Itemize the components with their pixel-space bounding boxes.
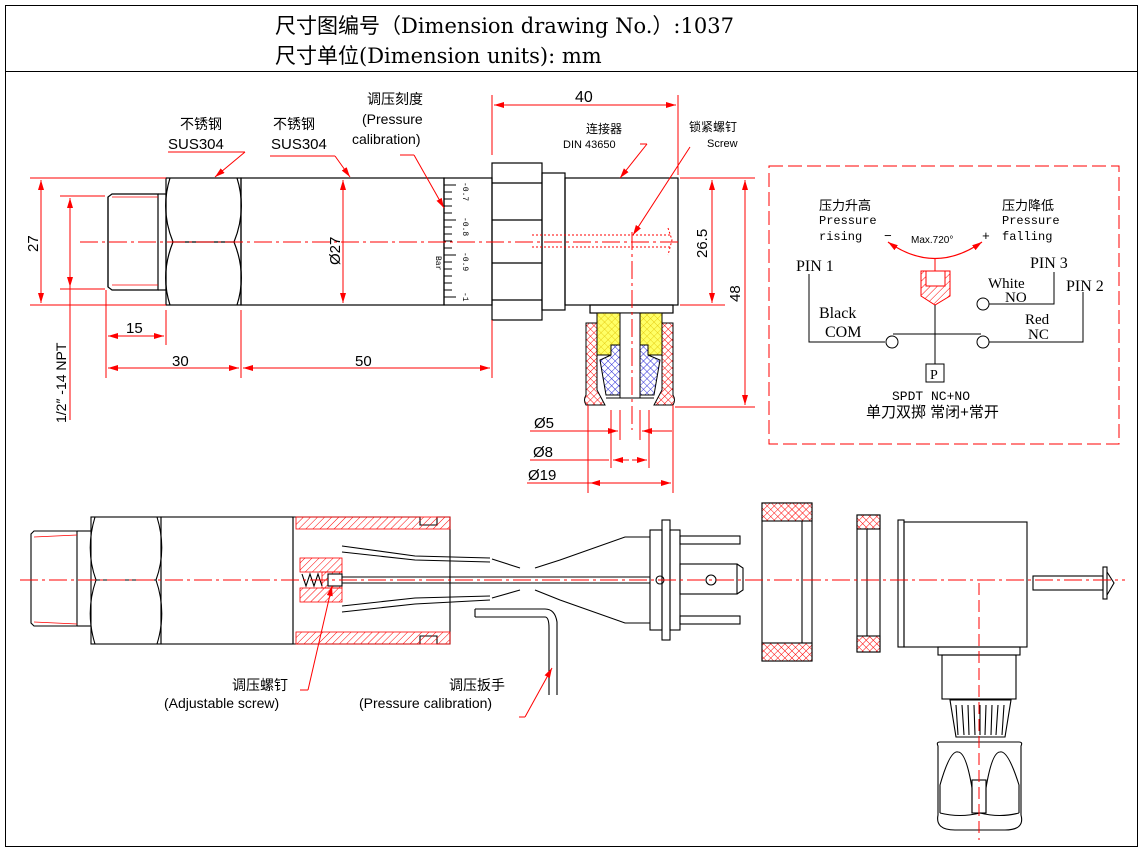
exploded-center-lines	[20, 579, 1125, 840]
calibration-label-en: (Pressure	[362, 111, 423, 127]
dim-connector-height: 26.5	[694, 229, 711, 258]
connector-label-en: DIN 43650	[563, 139, 616, 151]
header-divider	[5, 71, 1138, 72]
com-label: COM	[825, 324, 861, 341]
switch-schematic	[768, 165, 1120, 445]
scale-tick-label: -1	[460, 292, 469, 302]
pressure-scale	[444, 184, 456, 298]
pressure-falling-cn: 压力降低	[1002, 198, 1054, 213]
spdt-label: SPDT NC+NO	[892, 389, 970, 404]
wire-red-label: Red	[1025, 312, 1050, 328]
plus-sign: +	[982, 229, 990, 244]
dim-body-length: 50	[355, 353, 372, 370]
max-rotation-label: Max.720°	[911, 235, 953, 246]
pressure-symbol: P	[930, 368, 938, 383]
dimension-lines	[30, 95, 755, 493]
material-label-cn: 不锈钢	[180, 116, 222, 132]
locking-screw-hidden	[532, 227, 673, 256]
drawing-frame	[5, 5, 1138, 847]
nc-label: NC	[1028, 327, 1049, 343]
thread-spec-label: 1/2″ -14 NPT	[53, 342, 69, 423]
units-title: 尺寸单位(Dimension units): mm	[275, 44, 602, 68]
pin1-label: PIN 1	[796, 258, 834, 275]
calibration-label-cn: 调压刻度	[367, 91, 423, 107]
exploded-view	[30, 502, 1115, 831]
no-label: NO	[1005, 290, 1027, 306]
wire-white-label: White	[988, 276, 1025, 292]
pressure-falling-en: Pressure	[1002, 214, 1060, 228]
scale-unit-label: Bar	[433, 256, 442, 271]
pin2-label: PIN 2	[1066, 278, 1104, 295]
pressure-rising-en: Pressure	[819, 214, 877, 228]
minus-sign: −	[884, 229, 892, 244]
spdt-label-cn: 单刀双掷 常闭+常开	[866, 404, 999, 421]
dim-hex-height: 27	[25, 235, 42, 252]
dim-hex-length: 30	[172, 353, 189, 370]
dim-thread-length: 15	[126, 320, 143, 337]
pin3-label: PIN 3	[1030, 255, 1068, 272]
wrench-label-en: (Pressure calibration)	[359, 695, 492, 711]
adjustable-screw-label-en: (Adjustable screw)	[164, 695, 279, 711]
material-label-en: SUS304	[168, 136, 224, 153]
adjustable-screw-label-cn: 调压螺钉	[232, 677, 288, 693]
calibration-label-en: calibration)	[352, 131, 420, 147]
dim-connector-length: 40	[575, 89, 593, 106]
dim-total-height: 48	[727, 285, 744, 302]
pressure-rising-en: rising	[819, 230, 862, 244]
pressure-falling-en: falling	[1002, 230, 1052, 244]
wrench-label-cn: 调压扳手	[449, 677, 505, 693]
dim-body-diameter: Ø27	[327, 237, 344, 265]
dim-d5: Ø5	[534, 415, 554, 432]
scale-tick-label: -0.7	[460, 182, 469, 201]
dim-d8: Ø8	[533, 444, 553, 461]
center-lines	[80, 232, 680, 430]
material-label-cn: 不锈钢	[273, 116, 315, 132]
screw-label-en: Screw	[707, 138, 738, 150]
wire-black-label: Black	[819, 305, 856, 322]
pressure-rising-cn: 压力升高	[819, 198, 871, 213]
scale-tick-label: -0.8	[460, 217, 469, 236]
drawing-number-title: 尺寸图编号（Dimension drawing No.）:1037	[275, 14, 734, 38]
scale-tick-label: -0.9	[460, 252, 469, 271]
screw-label-cn: 锁紧螺钉	[689, 119, 737, 134]
connector-label-cn: 连接器	[586, 121, 622, 136]
material-label-en: SUS304	[271, 136, 327, 153]
cable-gland-section	[584, 312, 675, 406]
dim-d19: Ø19	[528, 467, 556, 484]
